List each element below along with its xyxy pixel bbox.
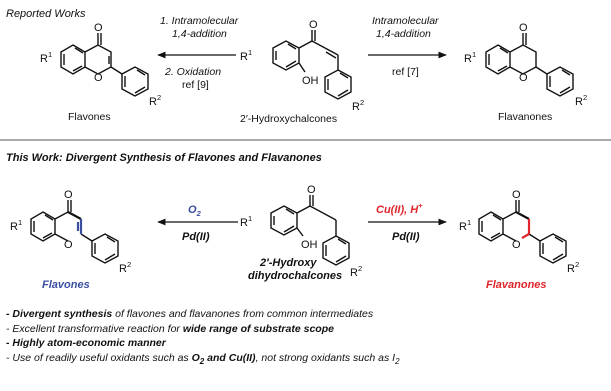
dihydrochalcone-structure	[270, 195, 350, 266]
reagent-cu-h: Cu(II), H+	[376, 201, 423, 216]
flavones-label-bottom: Flavones	[42, 279, 90, 291]
svg-text:ref [9]: ref [9]	[182, 79, 209, 91]
svg-text:O: O	[94, 22, 103, 34]
flavone-structure-bottom	[30, 200, 119, 264]
substrate-label-line2: dihydrochalcones	[248, 270, 342, 282]
substrate-label-line1: 2′-Hydroxy	[259, 257, 317, 269]
svg-text:O: O	[64, 239, 73, 251]
svg-text:O: O	[309, 19, 318, 31]
flavone-new-bonds	[67, 211, 82, 220]
svg-text:R2: R2	[575, 93, 587, 108]
svg-text:R2: R2	[149, 93, 161, 108]
chalcone-structure	[272, 30, 352, 100]
svg-text:Intramolecular: Intramolecular	[372, 15, 439, 27]
this-work-header: This Work: Divergent Synthesis of Flavon…	[6, 152, 322, 164]
svg-text:O: O	[512, 189, 521, 201]
flavone-double-bond-highlight	[76, 219, 83, 234]
svg-text:R2: R2	[352, 98, 364, 113]
bullet-3: - Highly atom-economic manner	[6, 337, 166, 349]
flavanones-label-bottom: Flavanones	[486, 279, 547, 291]
svg-text:R1: R1	[459, 218, 471, 233]
flavanone-bond-highlight	[521, 219, 531, 239]
svg-text:R1: R1	[240, 214, 252, 229]
reported-works-header: Reported Works	[6, 8, 86, 20]
flavanone-new-bonds	[515, 211, 530, 220]
chalcone-label: 2′-Hydroxychalcones	[240, 113, 337, 125]
svg-text:O: O	[94, 72, 103, 84]
flavone-structure-top	[60, 33, 149, 97]
flavanones-label-top: Flavanones	[498, 111, 552, 123]
svg-text:1. Intramolecular: 1. Intramolecular	[160, 15, 239, 27]
oxidant-o2: O2	[188, 204, 202, 218]
svg-text:1,4-addition: 1,4-addition	[172, 28, 227, 40]
svg-text:R1: R1	[240, 48, 252, 63]
flavanone-structure-top	[485, 33, 574, 97]
svg-text:O: O	[64, 189, 73, 201]
svg-text:R1: R1	[10, 218, 22, 233]
bullet-1: - Divergent synthesis of flavones and fl…	[6, 308, 374, 320]
svg-text:OH: OH	[301, 239, 318, 251]
svg-text:1,4-addition: 1,4-addition	[376, 28, 431, 40]
svg-text:O: O	[307, 184, 316, 196]
bullet-4: - Use of readily useful oxidants such as…	[6, 351, 400, 366]
svg-text:R1: R1	[464, 50, 476, 65]
svg-text:Pd(II): Pd(II)	[392, 231, 420, 243]
svg-text:OH: OH	[302, 75, 319, 87]
svg-text:O: O	[519, 72, 528, 84]
svg-text:ref [7]: ref [7]	[392, 66, 419, 78]
bullet-2: - Excellent transformative reaction for …	[6, 322, 334, 335]
svg-text:R2: R2	[350, 264, 362, 279]
flavanone-structure-bottom	[478, 200, 567, 264]
svg-text:O: O	[519, 22, 528, 34]
svg-text:Pd(II): Pd(II)	[182, 231, 210, 243]
svg-text:R2: R2	[119, 260, 131, 275]
flavones-label-top: Flavones	[68, 111, 111, 123]
summary-bullets: - Divergent synthesis of flavones and fl…	[6, 307, 606, 369]
svg-text:R1: R1	[40, 50, 52, 65]
svg-text:2. Oxidation: 2. Oxidation	[164, 66, 221, 78]
svg-text:O: O	[512, 239, 521, 251]
svg-text:R2: R2	[567, 260, 579, 275]
